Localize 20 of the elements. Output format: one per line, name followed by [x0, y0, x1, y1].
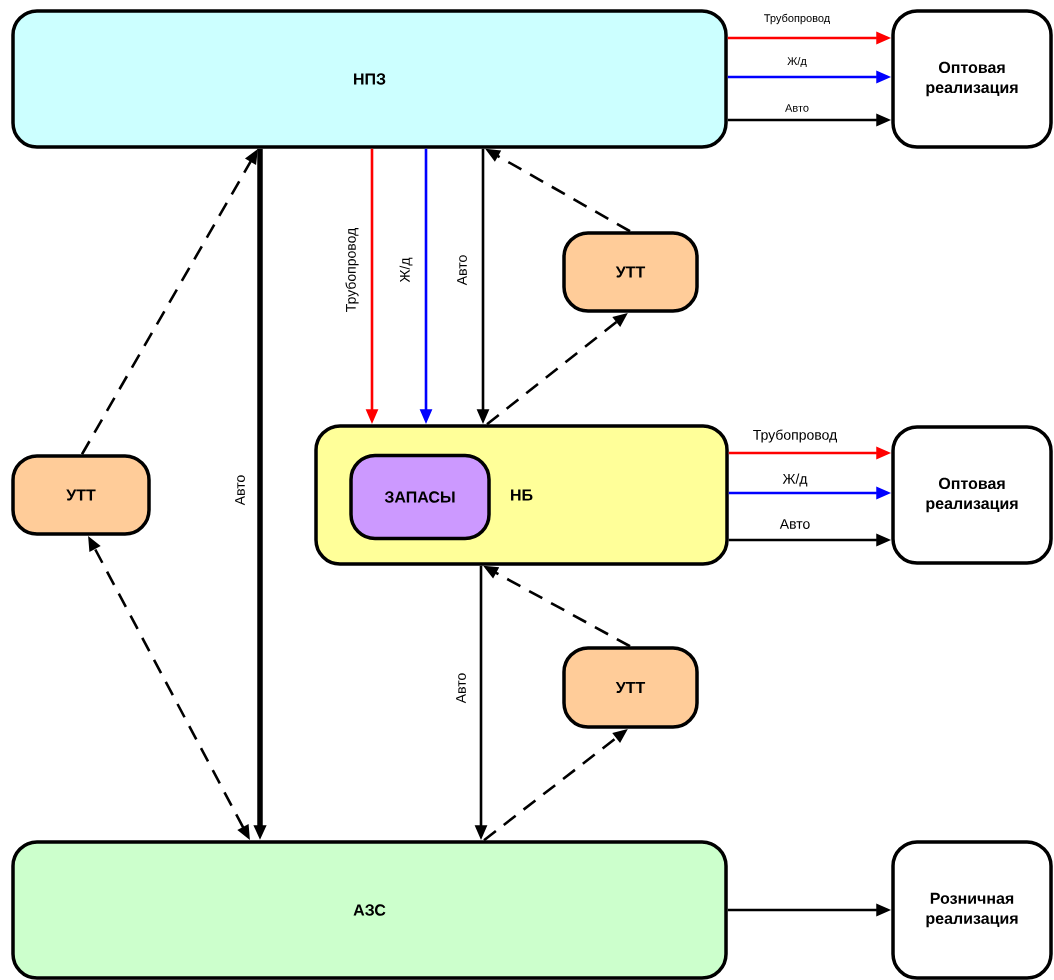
edge-label: Трубопровод — [762, 12, 832, 26]
sales-box: Оптовая реализация — [891, 425, 1053, 565]
edge-label: Ж/д — [781, 472, 809, 488]
sales-box: Оптовая реализация — [891, 9, 1053, 149]
edge-label: Авто — [778, 518, 812, 530]
facility-box: АЗС — [11, 840, 728, 980]
edge-label: Трубопровод — [751, 428, 839, 444]
edge-label: Авто — [455, 671, 467, 705]
edge-label: Ж/д — [398, 256, 414, 284]
transport-box: УТТ — [562, 646, 699, 729]
transport-box: УТТ — [11, 454, 151, 536]
facility-box: НПЗ — [11, 9, 728, 149]
storage-box: ЗАПАСЫ — [349, 453, 491, 541]
edge-label: Авто — [456, 253, 468, 287]
edge-label: Авто — [784, 103, 810, 113]
transport-box: УТТ — [562, 231, 699, 313]
edge-label: Авто — [234, 473, 246, 507]
edge-label: Ж/д — [786, 55, 808, 69]
edge-label: Трубопровод — [344, 226, 360, 314]
sales-box: Розничная реализация — [891, 840, 1053, 980]
